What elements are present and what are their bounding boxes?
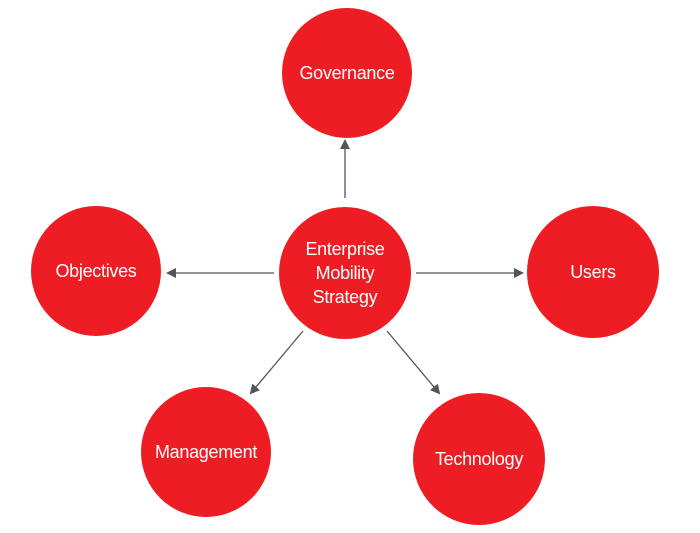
objectives-node: Objectives [31, 206, 161, 336]
users-node: Users [527, 206, 659, 338]
arrow-to-management [249, 330, 304, 395]
objectives-node-label: Objectives [55, 261, 137, 281]
governance-node: Governance [282, 8, 412, 138]
governance-node-label: Governance [299, 63, 395, 83]
center-node-label: Enterprise Mobility Strategy [305, 239, 385, 307]
management-node-label: Management [154, 442, 258, 462]
management-node: Management [141, 387, 271, 517]
technology-node-label: Technology [434, 449, 524, 469]
center-node: Enterprise Mobility Strategy [279, 207, 411, 339]
technology-node: Technology [413, 393, 545, 525]
users-node-label: Users [570, 262, 616, 282]
arrow-to-technology [386, 330, 441, 395]
